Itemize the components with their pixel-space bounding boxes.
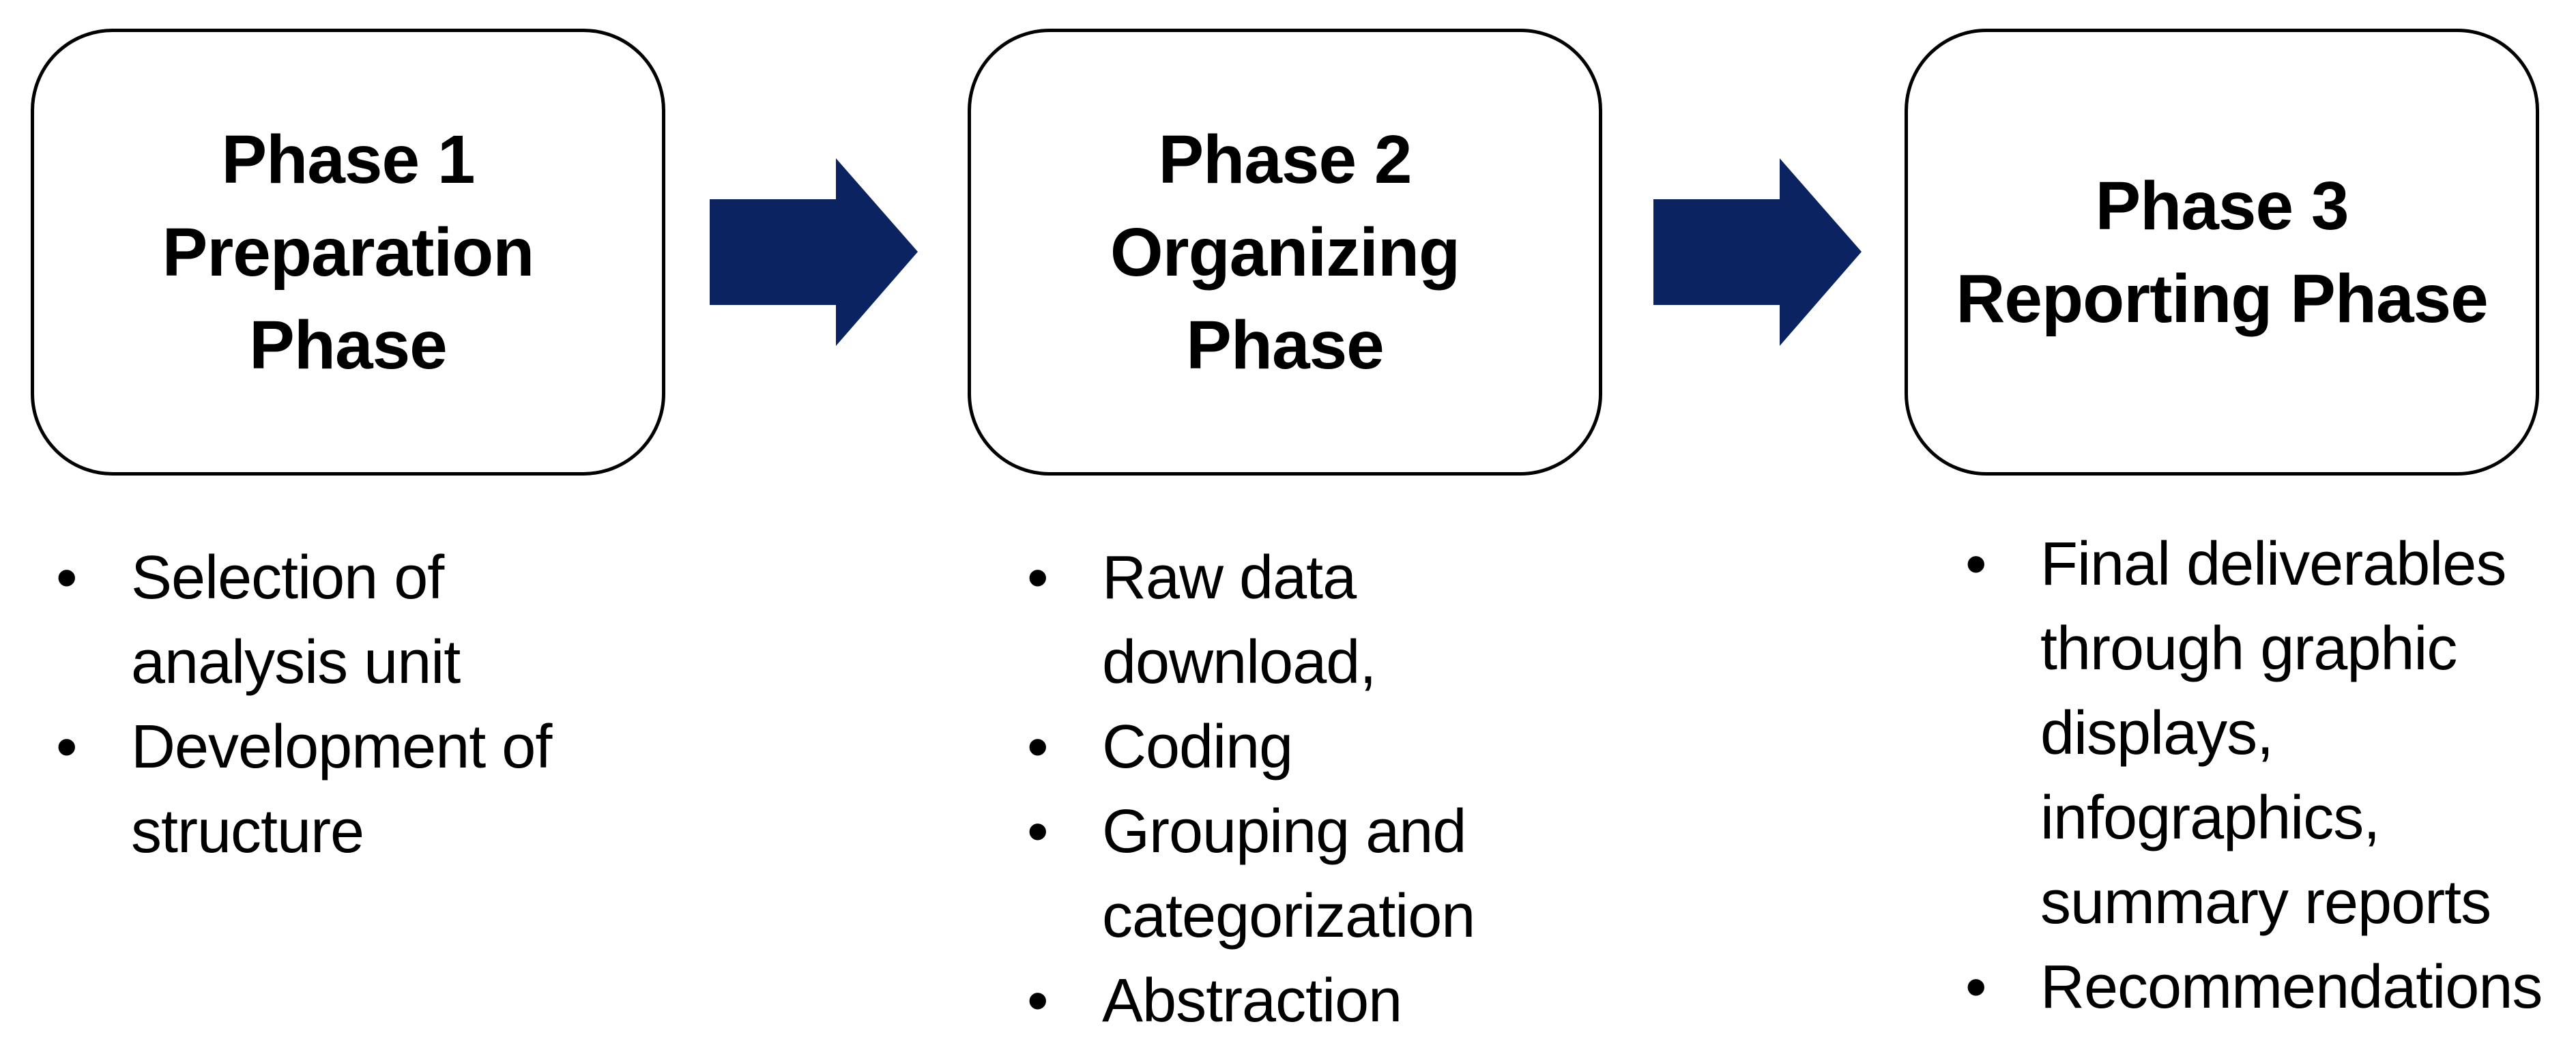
list-item-line: Grouping and xyxy=(1102,798,1466,866)
list-item: • Abstraction xyxy=(1027,959,1880,1043)
bullet-icon: • xyxy=(1027,544,1049,612)
phase-1-title-line-3: Phase xyxy=(249,306,448,383)
list-item-line: Final deliverables xyxy=(2040,530,2506,598)
list-item-line: through graphic xyxy=(2040,615,2457,683)
bullet-icon: • xyxy=(56,713,78,781)
list-item-line: download, xyxy=(1102,628,1376,697)
list-item-line: Recommendations xyxy=(2040,953,2543,1021)
bullet-icon: • xyxy=(56,544,78,612)
list-item-line: Raw data xyxy=(1102,544,1357,612)
phase-2-title-line-3: Phase xyxy=(1186,306,1385,383)
phase-3-title-line-1: Phase 3 xyxy=(2095,167,2349,244)
bullet-icon: • xyxy=(1027,713,1049,781)
list-item: • Selection of analysis unit xyxy=(56,536,909,705)
bullet-icon: • xyxy=(1027,967,1049,1035)
list-item-line: Development of xyxy=(131,713,552,781)
list-item-line: structure xyxy=(131,798,364,866)
phase-2-box: Phase 2 Organizing Phase xyxy=(968,29,1602,476)
bullet-icon: • xyxy=(1965,530,1987,598)
phase-3-title-line-2: Reporting Phase xyxy=(1956,260,2489,337)
phase-3-box: Phase 3 Reporting Phase xyxy=(1905,29,2539,476)
phase-2-bullet-list: • Raw data download, • Coding • Grouping… xyxy=(1027,536,1880,1043)
phase-1-box: Phase 1 Preparation Phase xyxy=(31,29,665,476)
list-item: • Coding xyxy=(1027,705,1880,789)
list-item-line: Selection of xyxy=(131,544,444,612)
right-arrow-icon xyxy=(1653,158,1862,346)
phase-2-title-line-2: Organizing xyxy=(1110,214,1460,291)
list-item-line: summary reports xyxy=(2040,869,2491,937)
list-item: • Grouping and categorization xyxy=(1027,789,1880,959)
list-item-line: analysis unit xyxy=(131,628,461,697)
phase-3-bullet-list: • Final deliverables through graphic dis… xyxy=(1965,522,2566,1030)
phase-1-title-line-1: Phase 1 xyxy=(221,121,475,198)
bullet-icon: • xyxy=(1965,953,1987,1021)
list-item-line: categorization xyxy=(1102,882,1475,950)
list-item: • Recommendations xyxy=(1965,945,2566,1030)
right-arrow-icon xyxy=(710,158,918,346)
phase-1-title-line-2: Preparation xyxy=(162,214,535,291)
phase-1-bullet-list: • Selection of analysis unit • Developme… xyxy=(56,536,909,874)
list-item-line: displays, xyxy=(2040,699,2274,768)
list-item-line: infographics, xyxy=(2040,784,2380,852)
list-item: • Raw data download, xyxy=(1027,536,1880,705)
list-item: • Final deliverables through graphic dis… xyxy=(1965,522,2566,945)
list-item: • Development of structure xyxy=(56,705,909,874)
phase-2-title-line-1: Phase 2 xyxy=(1158,121,1412,198)
list-item-line: Coding xyxy=(1102,713,1293,781)
bullet-icon: • xyxy=(1027,798,1049,866)
list-item-line: Abstraction xyxy=(1102,967,1402,1035)
